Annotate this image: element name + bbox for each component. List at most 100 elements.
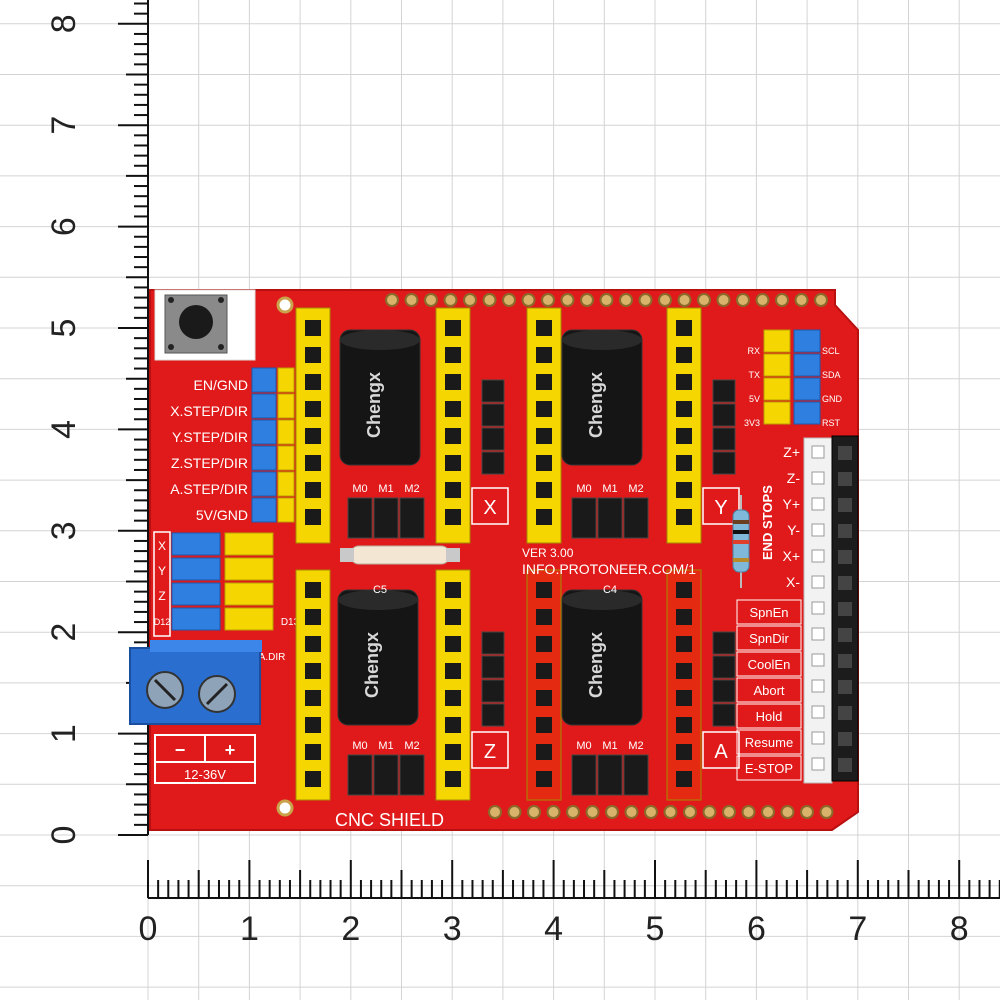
header-pin[interactable] [838, 498, 852, 512]
microstep-jumper[interactable] [571, 497, 597, 539]
motor-pin-header[interactable] [481, 379, 505, 475]
axis-blue-jumper[interactable] [171, 532, 221, 556]
header-pin[interactable] [811, 757, 825, 771]
microstep-jumper[interactable] [399, 497, 425, 539]
header-socket [536, 320, 552, 336]
microstep-jumper[interactable] [597, 754, 623, 796]
microstep-jumper[interactable] [399, 754, 425, 796]
header-pin[interactable] [838, 758, 852, 772]
microstep-jumper[interactable] [373, 497, 399, 539]
microstep-jumper[interactable] [597, 497, 623, 539]
header-pin[interactable] [838, 654, 852, 668]
axis-blue-jumper[interactable] [171, 582, 221, 606]
header-socket [305, 744, 321, 760]
header-pin[interactable] [811, 549, 825, 563]
microstep-jumper[interactable] [347, 754, 373, 796]
serial-i2c-headers[interactable] [763, 329, 821, 425]
power-terminal-block[interactable] [129, 640, 262, 725]
blue-jumper[interactable] [251, 497, 277, 523]
microstep-jumper[interactable] [571, 754, 597, 796]
axis-blue-jumper[interactable] [171, 557, 221, 581]
serial-pin[interactable] [763, 353, 791, 377]
header-pin[interactable] [811, 705, 825, 719]
header-pin[interactable] [838, 472, 852, 486]
header-pin[interactable] [838, 732, 852, 746]
header-socket [305, 717, 321, 733]
endstop-control-header[interactable] [803, 435, 859, 784]
blue-jumper[interactable] [251, 393, 277, 419]
header-pin[interactable] [838, 680, 852, 694]
motor-pin-header[interactable] [712, 631, 736, 727]
shield-name-label: CNC SHIELD [335, 810, 444, 830]
header-pin[interactable] [838, 576, 852, 590]
serial-pin[interactable] [763, 401, 791, 425]
i2c-pin[interactable] [793, 401, 821, 425]
header-pin[interactable] [811, 445, 825, 459]
i2c-pin[interactable] [793, 353, 821, 377]
microstep-jumper[interactable] [623, 497, 649, 539]
ruler-label: 3 [443, 910, 462, 948]
header-pin[interactable] [838, 550, 852, 564]
header-pin[interactable] [838, 524, 852, 538]
header-pin[interactable] [811, 471, 825, 485]
header-hole [599, 293, 614, 307]
header-pin[interactable] [811, 679, 825, 693]
serial-pin[interactable] [763, 377, 791, 401]
header-pin[interactable] [838, 706, 852, 720]
header-socket [445, 455, 461, 471]
header-pin[interactable] [811, 523, 825, 537]
header-pin[interactable] [811, 575, 825, 589]
i2c-pin[interactable] [793, 377, 821, 401]
microstep-jumper[interactable] [347, 497, 373, 539]
axis-yellow-jumper[interactable] [224, 532, 274, 556]
header-pin[interactable] [838, 628, 852, 642]
motor-pin-header[interactable] [712, 379, 736, 475]
header-socket [676, 771, 692, 787]
header-pin[interactable] [811, 731, 825, 745]
header-pin[interactable] [811, 653, 825, 667]
blue-jumper[interactable] [251, 367, 277, 393]
axis-yellow-jumper[interactable] [224, 557, 274, 581]
microstep-jumper[interactable] [623, 754, 649, 796]
reset-button[interactable] [154, 289, 256, 361]
enable-step-dir-jumpers[interactable] [251, 367, 295, 523]
blue-jumper[interactable] [251, 419, 277, 445]
yellow-pin [277, 419, 295, 445]
header-pin[interactable] [811, 627, 825, 641]
header-hole [780, 805, 795, 819]
ruler-label: 0 [139, 910, 158, 948]
header-pin[interactable] [838, 446, 852, 460]
axis-yellow-jumper[interactable] [224, 582, 274, 606]
blue-jumper[interactable] [251, 445, 277, 471]
i2c-pin[interactable] [793, 329, 821, 353]
yellow-pin [277, 393, 295, 419]
header-socket [536, 609, 552, 625]
control-pin-label: Hold [756, 709, 783, 724]
header-socket [445, 482, 461, 498]
end-stop-label: X+ [782, 548, 800, 564]
header-pin[interactable] [838, 602, 852, 616]
blue-jumper[interactable] [251, 471, 277, 497]
capacitor-top [340, 330, 420, 350]
serial-pin[interactable] [763, 329, 791, 353]
axis-clone-jumpers[interactable] [171, 532, 274, 631]
header-socket [445, 428, 461, 444]
motor-pin-header[interactable] [481, 631, 505, 727]
axis-blue-jumper[interactable] [171, 607, 221, 631]
microstep-jumper[interactable] [373, 754, 399, 796]
header-pin[interactable] [811, 497, 825, 511]
ruler-label: 6 [747, 910, 766, 948]
control-pin-label: Resume [745, 735, 793, 750]
header-hole [541, 293, 555, 307]
axis-yellow-jumper[interactable] [224, 607, 274, 631]
header-pin[interactable] [811, 601, 825, 615]
header-hole [605, 805, 619, 819]
